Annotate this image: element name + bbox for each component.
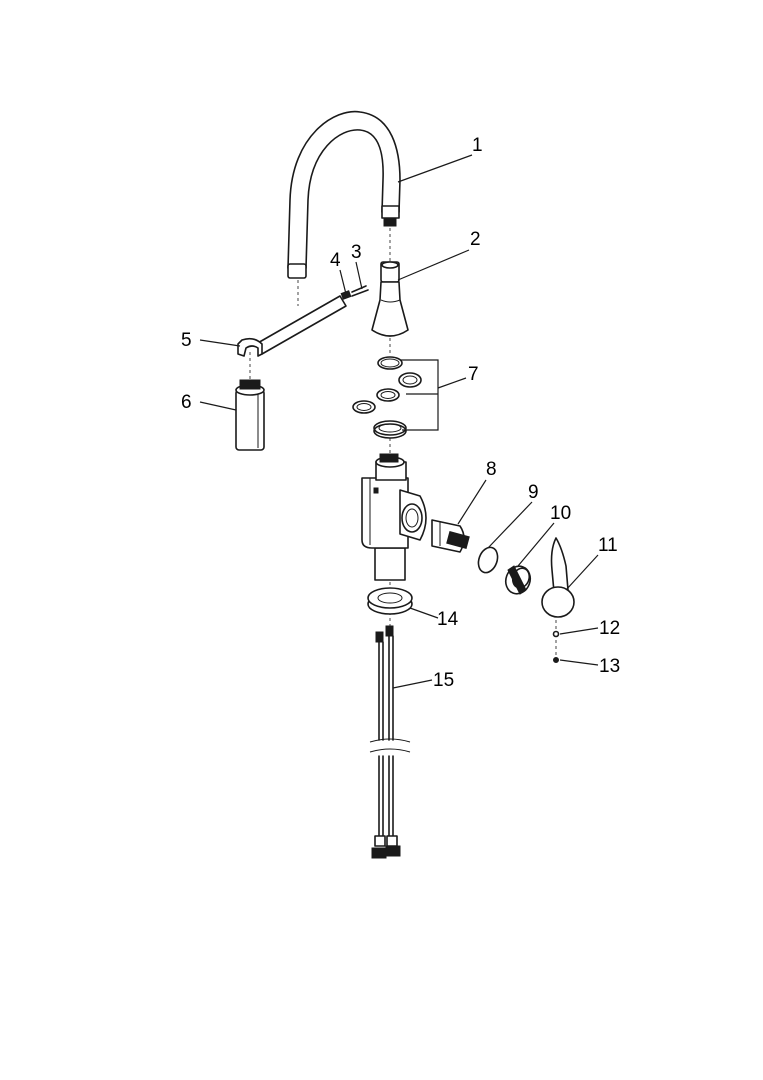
part-14-base-gasket <box>367 587 413 615</box>
faucet-body <box>361 453 427 581</box>
callout-8: 8 <box>486 459 497 480</box>
part-7-o-ring-set <box>352 356 422 439</box>
callout-1: 1 <box>472 135 483 156</box>
part-10-cartridge-nut <box>504 565 532 595</box>
part-15-supply-hoses <box>369 625 411 859</box>
callout-4: 4 <box>330 250 341 271</box>
callout-5: 5 <box>181 330 192 351</box>
part-11-lever-handle <box>541 537 575 618</box>
part-6-hand-shower <box>235 379 265 451</box>
callout-10: 10 <box>550 503 571 524</box>
part-9-o-ring <box>477 546 499 574</box>
callout-7: 7 <box>468 364 479 385</box>
callout-14: 14 <box>437 609 459 630</box>
part-8-cartridge <box>431 519 470 553</box>
part-2-spout-base <box>371 261 409 337</box>
callout-15: 15 <box>433 670 454 691</box>
part-13-cap <box>553 657 559 663</box>
callout-13: 13 <box>599 656 620 677</box>
callout-3: 3 <box>351 242 362 263</box>
part-5-shower-holder <box>237 295 347 357</box>
part-12-set-screw <box>552 630 560 638</box>
callout-labels: 1 2 3 4 5 6 7 8 9 10 11 12 13 14 15 <box>181 135 620 691</box>
part-3-hose-connector <box>351 285 369 297</box>
callout-11: 11 <box>598 535 618 556</box>
callout-12: 12 <box>599 618 620 639</box>
callout-2: 2 <box>470 229 481 250</box>
part-1-spout <box>287 110 401 279</box>
callout-9: 9 <box>528 482 539 503</box>
callout-6: 6 <box>181 392 192 413</box>
leader-lines <box>199 154 599 689</box>
